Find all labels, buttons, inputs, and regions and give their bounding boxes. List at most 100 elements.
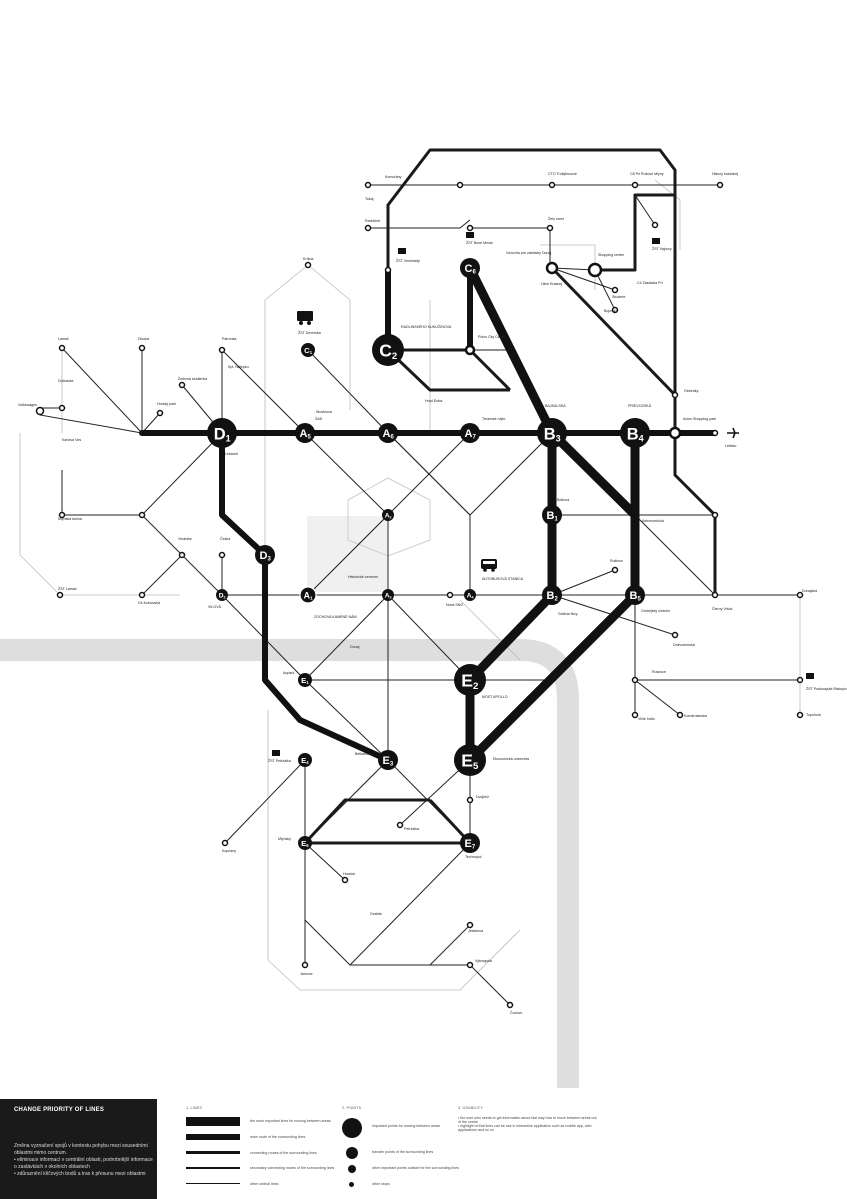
hub-label: A7 bbox=[465, 428, 477, 441]
station-label-zst-lamac: ŽST Lamač bbox=[58, 586, 77, 591]
station-label-c4: C4 Zastávka Pri bbox=[637, 281, 663, 285]
hub-label: E7 bbox=[465, 838, 476, 851]
airplane-icon bbox=[727, 427, 739, 439]
station-label-cunovo: Čunovo bbox=[510, 1010, 522, 1015]
hub-label: A6 bbox=[383, 428, 395, 441]
station-label-jarovce: Jarovce bbox=[300, 972, 313, 976]
station-label-hlavny: Hlavný kostolnej bbox=[712, 172, 738, 176]
station-label-petrzalka: Petržalka bbox=[404, 827, 419, 831]
legend-usability-text: • the user who needs to get information … bbox=[458, 1116, 597, 1132]
hub-label: D2 bbox=[219, 593, 226, 600]
station-label-shopping: Shopping center bbox=[598, 253, 625, 257]
station-hub-a7: A7 bbox=[460, 423, 480, 443]
station-label-most-apollo: MOST APOLLO bbox=[482, 695, 508, 699]
hub-label: D3 bbox=[260, 550, 272, 563]
station-label-bratislavskem: Betliarska bbox=[355, 752, 371, 756]
station-hub-a6: A6 bbox=[378, 423, 398, 443]
station-hub-e3: E3 bbox=[378, 750, 398, 770]
hub-label: A1 bbox=[304, 590, 313, 601]
legend-point-medium bbox=[346, 1147, 358, 1159]
station-label-rusovce: Rusovce bbox=[652, 670, 666, 674]
station-hub-a2: A2 bbox=[382, 509, 394, 521]
station-label-polus: Polus City Center bbox=[478, 335, 507, 339]
station-label-krizna: Krížna bbox=[303, 257, 313, 261]
station-label-horsky: Horský park bbox=[157, 402, 176, 406]
station-hub-c1: C1 bbox=[301, 343, 315, 357]
station-label-avion: Avion Shopping park bbox=[683, 417, 716, 421]
station-label-nove-sng: Nová SNG bbox=[446, 603, 463, 607]
legend-point-label: other stops bbox=[372, 1182, 390, 1186]
station-label-sad: SAD bbox=[315, 417, 323, 421]
station-label-zst-petrzalka: ŽST Petržalka bbox=[268, 758, 291, 763]
station-label-komarnianska: Komárnianska bbox=[684, 714, 707, 718]
station-label-astronomicka: Astronomická bbox=[642, 519, 664, 523]
minor-stops bbox=[35, 181, 804, 1009]
station-label-ovsiste: Ovsište bbox=[370, 912, 382, 916]
hub-label: A2 bbox=[385, 513, 392, 520]
station-label-vozovna: Vozovňa pre zastávky Dunaj bbox=[506, 251, 552, 255]
station-label-ulice: Ulice Krasnej bbox=[541, 282, 562, 286]
hub-label: E1 bbox=[301, 676, 309, 685]
river bbox=[0, 639, 579, 1088]
station-label-komorany: Komořany bbox=[385, 175, 402, 179]
station-label-dunaj: Dunaj bbox=[350, 645, 360, 649]
hub-label: B5 bbox=[630, 590, 642, 603]
station-label-studene: Studené bbox=[612, 295, 625, 299]
station-label-vybrahokova: Vyborgská bbox=[475, 959, 492, 963]
hub-label: B2 bbox=[547, 590, 559, 603]
station-label-ondrej: Ondrejský cintorín bbox=[641, 609, 670, 613]
station-label-trnavske: Trnavské mýto bbox=[482, 417, 505, 421]
station-hub-e1: E1 bbox=[298, 673, 312, 687]
station-label-cierny-vrsok: Čierny Vršok bbox=[712, 606, 733, 611]
station-hub-e5: E5 bbox=[454, 744, 486, 776]
station-label-letisko: Letisko bbox=[725, 444, 736, 448]
station-label-zst-vajnory: ŽST Vajnory bbox=[652, 246, 672, 251]
legend-line-label: main route of the surrounding lines bbox=[250, 1135, 306, 1139]
castle-outline bbox=[347, 477, 431, 557]
station-label-kpt-nalepku: Kpt. Nálepku bbox=[228, 365, 249, 369]
hub-label: A3 bbox=[385, 593, 392, 600]
station-label-zelo-mest: Želo mest bbox=[548, 216, 564, 221]
station-label-ostredky: Ostredky bbox=[684, 389, 699, 393]
station-label-cto-trolejbus: CTO Trolejbusové bbox=[548, 172, 577, 176]
legend-point-small bbox=[348, 1165, 356, 1173]
station-hub-e2: E2 bbox=[454, 664, 486, 696]
legend-line-priority bbox=[186, 1117, 240, 1126]
legend-line-label: secondary connecting routes of the surro… bbox=[250, 1166, 335, 1170]
legend-line-label: other ordinal lines bbox=[250, 1182, 279, 1186]
connecting-lines bbox=[142, 148, 717, 845]
station-hub-b1: B1 bbox=[542, 505, 562, 525]
station-label-prievozska: PRIEVOZSKÁ bbox=[628, 404, 652, 408]
hub-label: C1 bbox=[304, 346, 313, 355]
station-label-zst-nove-mesto: ŽST Nové Mesto bbox=[466, 240, 493, 245]
hub-label: E4 bbox=[301, 756, 309, 765]
station-label-aupark: Aupark bbox=[283, 671, 295, 675]
station-label-d4: D4 Kuklovská bbox=[138, 601, 160, 605]
station-label-d2-vilova: VILOVÁ bbox=[208, 605, 222, 609]
station-label-hradna: Hradná bbox=[343, 872, 355, 876]
station-label-hrad: Hrad Doba bbox=[425, 399, 442, 403]
station-label-karlovka: Karlova Ves bbox=[62, 438, 81, 442]
station-label-divoka: Divoká bbox=[138, 337, 149, 341]
hub-label: C6 bbox=[465, 263, 477, 276]
station-label-zst-devinska: ŽST Devínska bbox=[298, 330, 321, 335]
station-hub-a3: A3 bbox=[382, 589, 394, 601]
station-label-autobusova: AUTOBUSOVÁ STANICA bbox=[482, 577, 524, 581]
station-hub-a1: A1 bbox=[299, 586, 317, 604]
station-label-bottova: Bottova bbox=[557, 498, 569, 502]
legend-point-large bbox=[342, 1118, 362, 1138]
legend-line-secondary bbox=[186, 1167, 240, 1169]
station-label-technopol: Technopol bbox=[465, 855, 482, 859]
station-label-tokaj: Tokaj bbox=[365, 197, 374, 201]
hub-label: B1 bbox=[547, 510, 559, 523]
station-label-zst-podunajske: ŽST Podunajské Biskupice bbox=[806, 686, 847, 691]
legend-points-heading: 2. POINTS bbox=[342, 1105, 362, 1110]
station-label-zelezna: Železná studienka bbox=[178, 376, 207, 381]
station-hub-e4: E4 bbox=[298, 753, 312, 767]
station-label-zst-vinohrady: ŽST Vinohrady bbox=[396, 258, 420, 263]
station-label-jiraskova: Jiráskova bbox=[468, 929, 483, 933]
station-hub-a5: A5 bbox=[295, 423, 315, 443]
station-label-bajkalska: BAJKALSKÁ bbox=[545, 404, 566, 408]
station-label-lekaren: Lekáreň bbox=[225, 452, 238, 456]
